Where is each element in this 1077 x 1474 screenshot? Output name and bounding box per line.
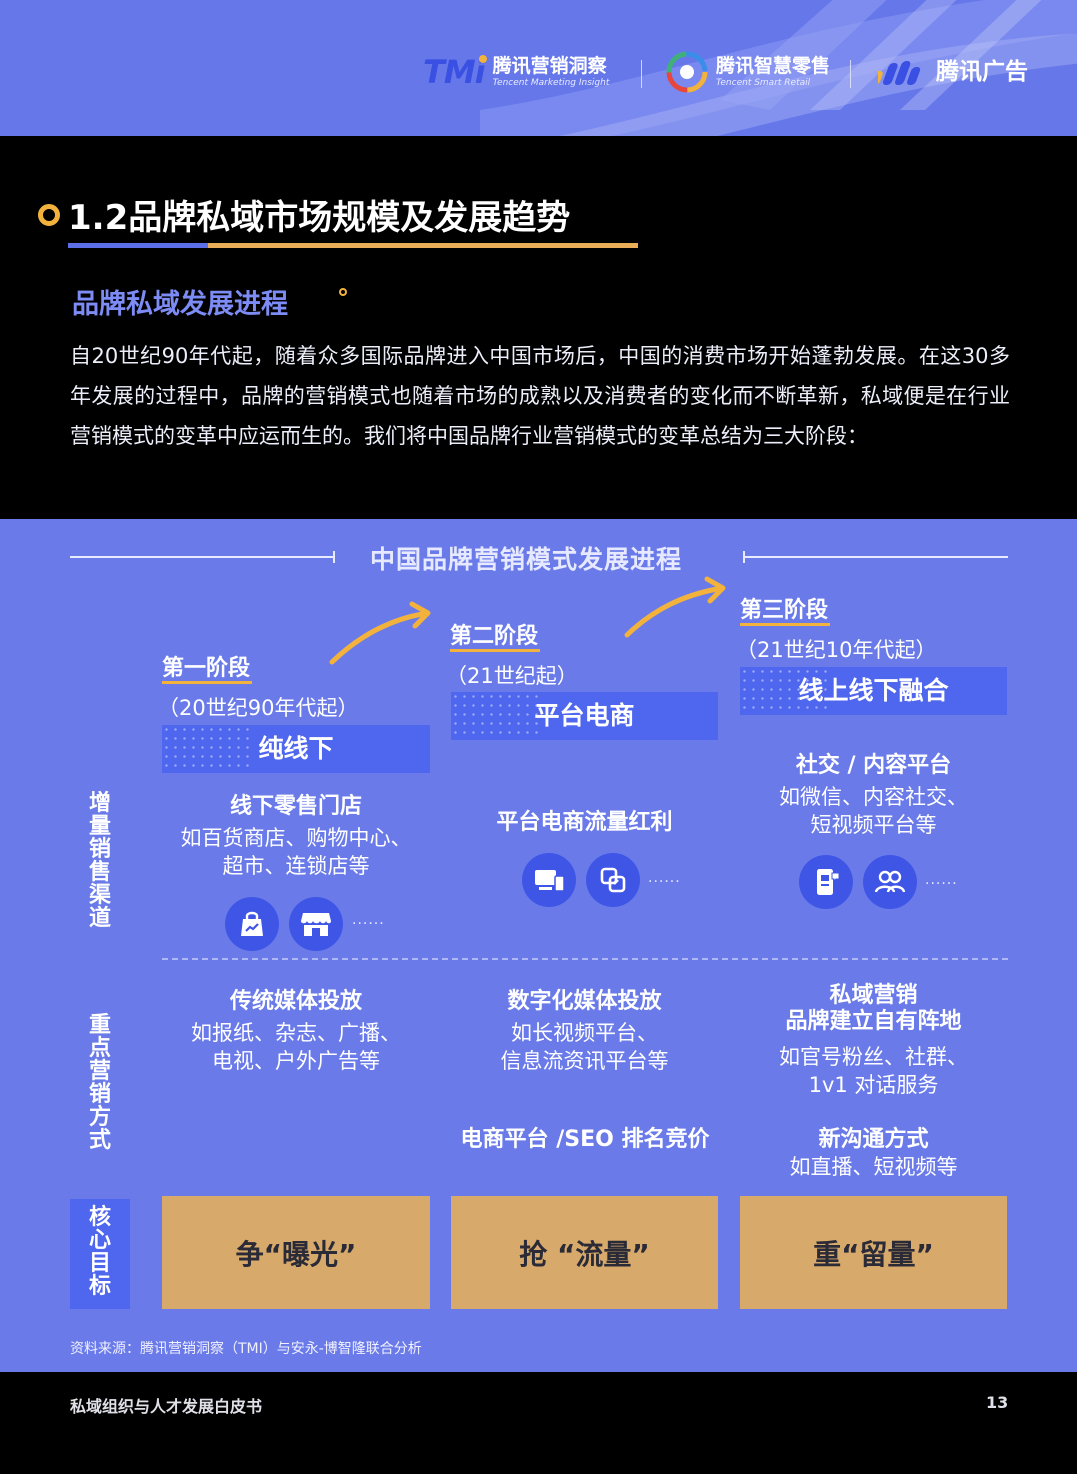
- intro-paragraph: 自20世纪90年代起，随着众多国际品牌进入中国市场后，中国的消费市场开始蓬勃发展…: [70, 344, 1010, 448]
- desc-line: 超市、连锁店等: [222, 854, 370, 878]
- desc-line: 如报纸、杂志、广播、: [191, 1021, 401, 1045]
- section-underline-blue: [68, 243, 208, 248]
- section-title: 1.2品牌私域市场规模及发展趋势: [68, 198, 571, 238]
- dot-pattern: [740, 667, 830, 715]
- stage-1-goal: 争“曝光”: [162, 1196, 430, 1309]
- title-rule-left: [70, 556, 334, 558]
- desc-line: 电视、户外广告等: [212, 1049, 380, 1073]
- stage-3-box: 线上线下融合: [740, 667, 1007, 715]
- footer-doc-title: 私域组织与人才发展白皮书: [70, 1397, 263, 1416]
- stage-2-era: （21世纪起）: [446, 664, 578, 688]
- stage-1-channel-head: 线下零售门店: [229, 794, 362, 819]
- desc-line: 如微信、内容社交、: [779, 785, 968, 809]
- stage-2-marketing-head: 数字化媒体投放: [507, 989, 662, 1014]
- stage-1-era: （20世纪90年代起）: [158, 696, 359, 720]
- stage-2-channel-head: 平台电商流量红利: [496, 810, 673, 835]
- row-divider: [162, 958, 1008, 960]
- logo-tmi-cn: 腾讯营销洞察: [492, 55, 607, 77]
- logo-retail-en: Tencent Smart Retail: [716, 78, 811, 88]
- title-rule-cap: [333, 551, 335, 563]
- stage-3-label: 第三阶段: [740, 598, 829, 623]
- desc-line: 如长视频平台、: [511, 1021, 658, 1045]
- logo-tencent-smart-retail: 腾讯智慧零售 Tencent Smart Retail: [666, 46, 830, 98]
- stage-1-marketing-desc: 如报纸、杂志、广播、 电视、户外广告等: [162, 1019, 430, 1075]
- desc-line: 信息流资讯平台等: [500, 1049, 669, 1073]
- stage-1-underline: [162, 681, 252, 684]
- stage-2-goal: 抢 “流量”: [451, 1196, 718, 1309]
- dot-pattern: [451, 692, 541, 740]
- community-icon: [863, 855, 917, 909]
- decorative-swoosh: [480, 0, 1077, 136]
- storefront-icon: [289, 897, 343, 951]
- stage-2-marketing-head-2: 电商平台 /SEO 排名竞价: [460, 1127, 710, 1152]
- stage-3-marketing-desc-2: 如直播、短视频等: [789, 1155, 958, 1179]
- more-ellipsis: ......: [352, 912, 385, 928]
- stage-3-marketing-desc: 如官号粉丝、社群、 1v1 对话服务: [740, 1043, 1007, 1099]
- stage-1-channel-desc: 如百货商店、购物中心、 超市、连锁店等: [162, 824, 430, 880]
- logo-tmi-en: Tencent Marketing Insight: [492, 78, 610, 88]
- logo-tencent-marketing-insight: TMi 腾讯营销洞察 Tencent Marketing Insight: [423, 46, 609, 98]
- source-note: 资料来源：腾讯营销洞察（TMI）与安永-博智隆联合分析: [70, 1341, 422, 1357]
- page-number: 13: [986, 1393, 1009, 1412]
- stage-2-marketing-desc: 如长视频平台、 信息流资讯平台等: [451, 1019, 718, 1075]
- stage-3-goal: 重“留量”: [740, 1196, 1007, 1309]
- stage-3-underline: [740, 623, 830, 626]
- stage-1-marketing-head: 传统媒体投放: [229, 989, 362, 1014]
- desc-line: 短视频平台等: [810, 813, 937, 837]
- title-rule-right: [744, 556, 1008, 558]
- title-rule-cap: [743, 551, 745, 563]
- logo-divider: [641, 60, 642, 88]
- sub-title: 品牌私域发展进程: [72, 289, 288, 320]
- more-ellipsis: ......: [925, 872, 958, 888]
- stage-3-marketing-head: 私域营销 品牌建立自有阵地: [740, 983, 1007, 1035]
- row-label-core-box: [70, 1199, 130, 1309]
- sub-title-dot-icon: [339, 288, 347, 296]
- stage-1-box: 纯线下: [162, 725, 430, 773]
- progress-arrow-icon: [624, 576, 726, 638]
- devices-icon: [522, 853, 576, 907]
- section-bullet-icon: [38, 204, 60, 226]
- diagram-title: 中国品牌营销模式发展进程: [370, 545, 683, 574]
- row-label-core: 核心目标: [88, 1205, 111, 1299]
- stage-2-underline: [450, 649, 540, 652]
- progress-arrow-icon: [329, 601, 431, 665]
- stage-3-channel-desc: 如微信、内容社交、 短视频平台等: [740, 783, 1007, 839]
- stage-1-name: 纯线下: [258, 734, 334, 763]
- smart-retail-swirl-icon: [666, 51, 708, 93]
- row-label-channels: 增量销售渠道: [88, 791, 111, 931]
- stage-3-marketing-head-2: 新沟通方式: [818, 1127, 929, 1152]
- stage-2-name: 平台电商: [534, 701, 635, 730]
- dot-pattern: [162, 725, 252, 773]
- logo-ads-cn: 腾讯广告: [936, 59, 1028, 85]
- logo-tencent-ads: 腾讯广告: [878, 46, 1028, 98]
- platform-link-icon: [586, 853, 640, 907]
- tmi-logo-mark: TMi: [423, 53, 487, 91]
- shopping-bag-icon: [225, 897, 279, 951]
- stage-2-box: 平台电商: [451, 692, 718, 740]
- row-label-marketing: 重点营销方式: [88, 1013, 111, 1153]
- head-line: 品牌建立自有阵地: [785, 1009, 962, 1034]
- stage-3-name: 线上线下融合: [798, 676, 949, 705]
- section-underline-orange: [208, 243, 638, 248]
- stage-1-label: 第一阶段: [162, 656, 251, 681]
- stage-3-era: （21世纪10年代起）: [736, 638, 937, 662]
- tencent-ads-mark-icon: [878, 61, 921, 85]
- logo-divider: [850, 60, 851, 88]
- more-ellipsis: ......: [648, 870, 681, 886]
- tmi-dot-icon: [478, 55, 487, 63]
- logo-retail-cn: 腾讯智慧零售: [716, 55, 831, 77]
- desc-line: 1v1 对话服务: [808, 1073, 939, 1097]
- desc-line: 如官号粉丝、社群、: [779, 1045, 968, 1069]
- stage-2-label: 第二阶段: [450, 624, 539, 649]
- stage-3-channel-head: 社交 / 内容平台: [795, 753, 952, 778]
- header-band: TMi 腾讯营销洞察 Tencent Marketing Insight 腾讯智…: [0, 0, 1077, 136]
- desc-line: 如百货商店、购物中心、: [180, 826, 412, 850]
- head-line: 私域营销: [829, 983, 918, 1008]
- mobile-chat-icon: [799, 855, 853, 909]
